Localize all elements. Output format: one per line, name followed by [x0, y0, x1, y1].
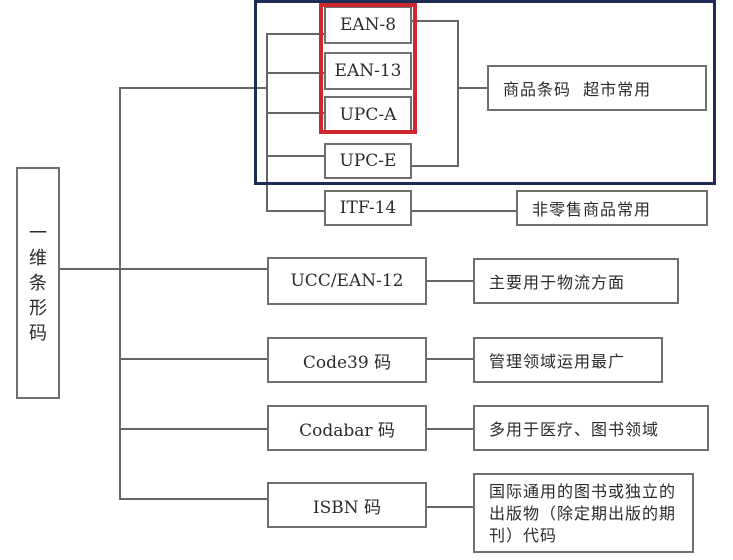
code39-note-text: 管理领域运用最广 — [489, 352, 626, 371]
connector — [119, 498, 267, 500]
ean8-label: EAN-8 — [339, 15, 397, 35]
connector — [412, 165, 458, 167]
selected-codes-highlight — [319, 3, 417, 134]
itf14-note-text: 非零售商品常用 — [532, 200, 652, 219]
ucc-note-text: 主要用于物流方面 — [489, 273, 626, 292]
codabar-note-text: 多用于医疗、图书领域 — [489, 420, 660, 439]
connector — [119, 358, 267, 360]
connector — [119, 87, 267, 89]
connector — [427, 428, 473, 430]
connector — [427, 506, 473, 508]
upca-label: UPC-A — [339, 105, 397, 125]
code39-label: Code39 码 — [302, 352, 392, 373]
root-char: 维 — [29, 247, 47, 269]
connector — [119, 268, 267, 270]
connector — [427, 280, 473, 282]
ucc-note-box: 主要用于物流方面 — [473, 258, 679, 304]
ean13-box: EAN-13 — [324, 52, 412, 90]
ean-note-box: 商品条码 超市常用 — [487, 65, 707, 111]
connector — [266, 210, 324, 212]
itf14-label: ITF-14 — [339, 198, 397, 218]
codabar-note-box: 多用于医疗、图书领域 — [473, 405, 709, 451]
retail-group-highlight — [254, 0, 716, 185]
connector — [119, 428, 267, 430]
connector — [266, 72, 324, 74]
ean13-label: EAN-13 — [334, 61, 402, 81]
isbn-note-text: 国际通用的图书或独立的出版物（除定期出版的期刊）代码 — [489, 482, 677, 545]
itf14-note-box: 非零售商品常用 — [516, 190, 708, 226]
upce-label: UPC-E — [339, 151, 397, 171]
code39-box: Code39 码 — [267, 337, 427, 383]
connector — [266, 112, 324, 114]
code39-note-box: 管理领域运用最广 — [473, 337, 663, 383]
connector — [266, 33, 324, 35]
ucc-label: UCC/EAN-12 — [290, 271, 404, 291]
connector — [60, 268, 120, 270]
isbn-note-box: 国际通用的图书或独立的出版物（除定期出版的期刊）代码 — [473, 473, 694, 553]
upca-box: UPC-A — [324, 96, 412, 134]
codabar-label: Codabar 码 — [299, 420, 395, 441]
connector — [457, 87, 487, 89]
connector — [119, 87, 121, 499]
ucc-box: UCC/EAN-12 — [267, 257, 427, 305]
upce-box: UPC-E — [324, 143, 412, 179]
root-char: 形 — [29, 297, 47, 319]
root-char: 条 — [29, 272, 47, 294]
isbn-label: ISBN 码 — [312, 497, 382, 518]
connector — [266, 33, 268, 211]
connector — [427, 358, 473, 360]
connector — [412, 20, 458, 22]
root-char: 码 — [29, 322, 47, 344]
isbn-box: ISBN 码 — [267, 482, 427, 528]
ean-note-text: 商品条码 超市常用 — [503, 80, 652, 99]
connector — [266, 155, 324, 157]
root-box: 一 维 条 形 码 — [16, 167, 60, 399]
itf14-box: ITF-14 — [324, 190, 412, 226]
connector — [457, 20, 459, 167]
codabar-box: Codabar 码 — [267, 405, 427, 451]
ean8-box: EAN-8 — [324, 6, 412, 44]
connector — [412, 210, 516, 212]
root-char: 一 — [29, 222, 47, 244]
